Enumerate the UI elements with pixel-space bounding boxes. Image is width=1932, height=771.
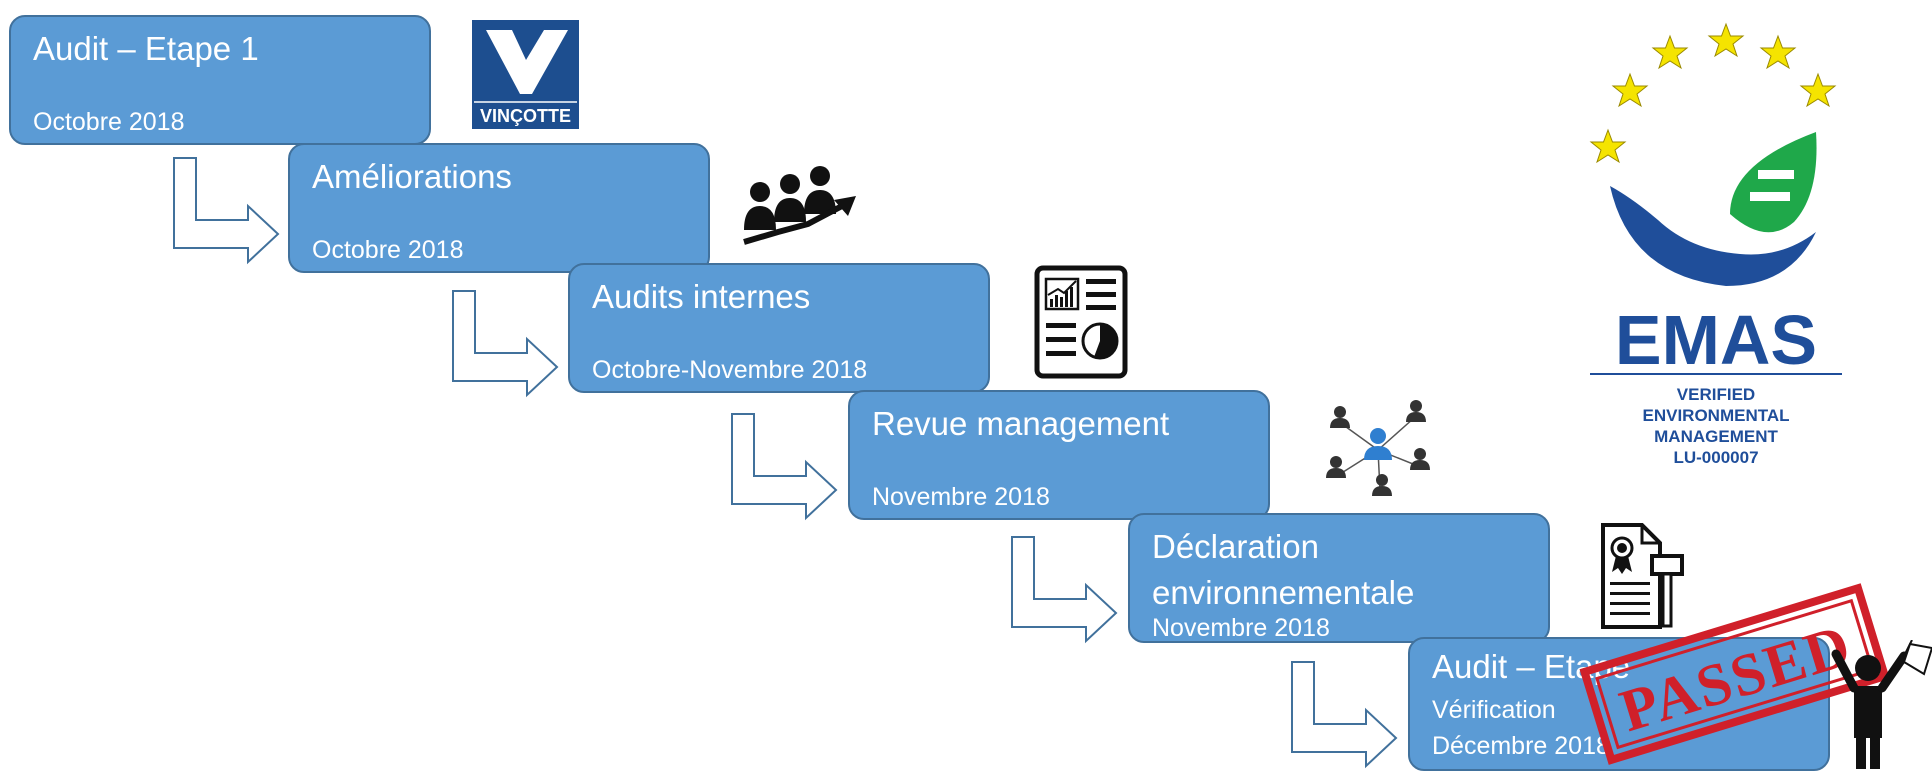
- report-chart-icon: [1034, 265, 1128, 379]
- step-title: Audits internes: [592, 278, 811, 315]
- bent-arrow-icon: [452, 290, 559, 398]
- emas-logo: EMAS VERIFIED ENVIRONMENTAL MANAGEMENT L…: [1580, 14, 1852, 476]
- step-revue-management: Revue management Novembre 2018: [848, 390, 1270, 520]
- step-ameliorations: Améliorations Octobre 2018: [288, 143, 710, 273]
- network-people-icon: [1320, 396, 1436, 504]
- emas-management-text: MANAGEMENT: [1654, 427, 1778, 446]
- step-title: Améliorations: [312, 158, 512, 195]
- step-audit-etape-1: Audit – Etape 1 Octobre 2018: [9, 15, 431, 145]
- passed-stamp: PASSED: [1579, 583, 1890, 765]
- team-growth-icon: [743, 166, 856, 245]
- emas-star-icon: [1707, 22, 1745, 58]
- emas-star-icon: [1611, 72, 1649, 108]
- emas-registration-text: LU-000007: [1673, 448, 1758, 467]
- step-date: Novembre 2018: [1152, 614, 1330, 642]
- step-title: Audit – Etape 1: [33, 30, 259, 67]
- vincotte-logo-icon: VINÇOTTE: [472, 20, 579, 129]
- emas-star-icon: [1589, 128, 1627, 164]
- vincotte-logo-text: VINÇOTTE: [480, 106, 571, 126]
- step-title: Revue management: [872, 405, 1170, 442]
- step-date: Décembre 2018: [1432, 732, 1610, 760]
- celebrating-person-icon: [1831, 640, 1932, 769]
- step-title-line2: environnementale: [1152, 574, 1415, 611]
- step-date: Octobre-Novembre 2018: [592, 356, 868, 384]
- bent-arrow-icon: [731, 413, 838, 521]
- step-title: Déclaration: [1152, 528, 1319, 565]
- bent-arrow-icon: [1011, 536, 1118, 644]
- step-audits-internes: Audits internes Octobre-Novembre 2018: [568, 263, 990, 393]
- emas-logo-text: EMAS: [1615, 301, 1817, 379]
- step-date: Novembre 2018: [872, 483, 1050, 511]
- emas-star-icon: [1651, 34, 1689, 70]
- step-declaration-environnementale: Déclaration environnementale Novembre 20…: [1128, 513, 1550, 643]
- bent-arrow-icon: [1291, 661, 1398, 769]
- step-verification: Vérification: [1432, 696, 1556, 724]
- emas-star-icon: [1759, 34, 1797, 70]
- emas-star-icon: [1799, 72, 1837, 108]
- emas-environmental-text: ENVIRONMENTAL: [1642, 406, 1789, 425]
- step-date: Octobre 2018: [33, 108, 185, 136]
- emas-verified-text: VERIFIED: [1677, 385, 1755, 404]
- bent-arrow-icon: [173, 157, 280, 265]
- step-date: Octobre 2018: [312, 236, 464, 264]
- certificate-hammer-icon: [1601, 523, 1684, 629]
